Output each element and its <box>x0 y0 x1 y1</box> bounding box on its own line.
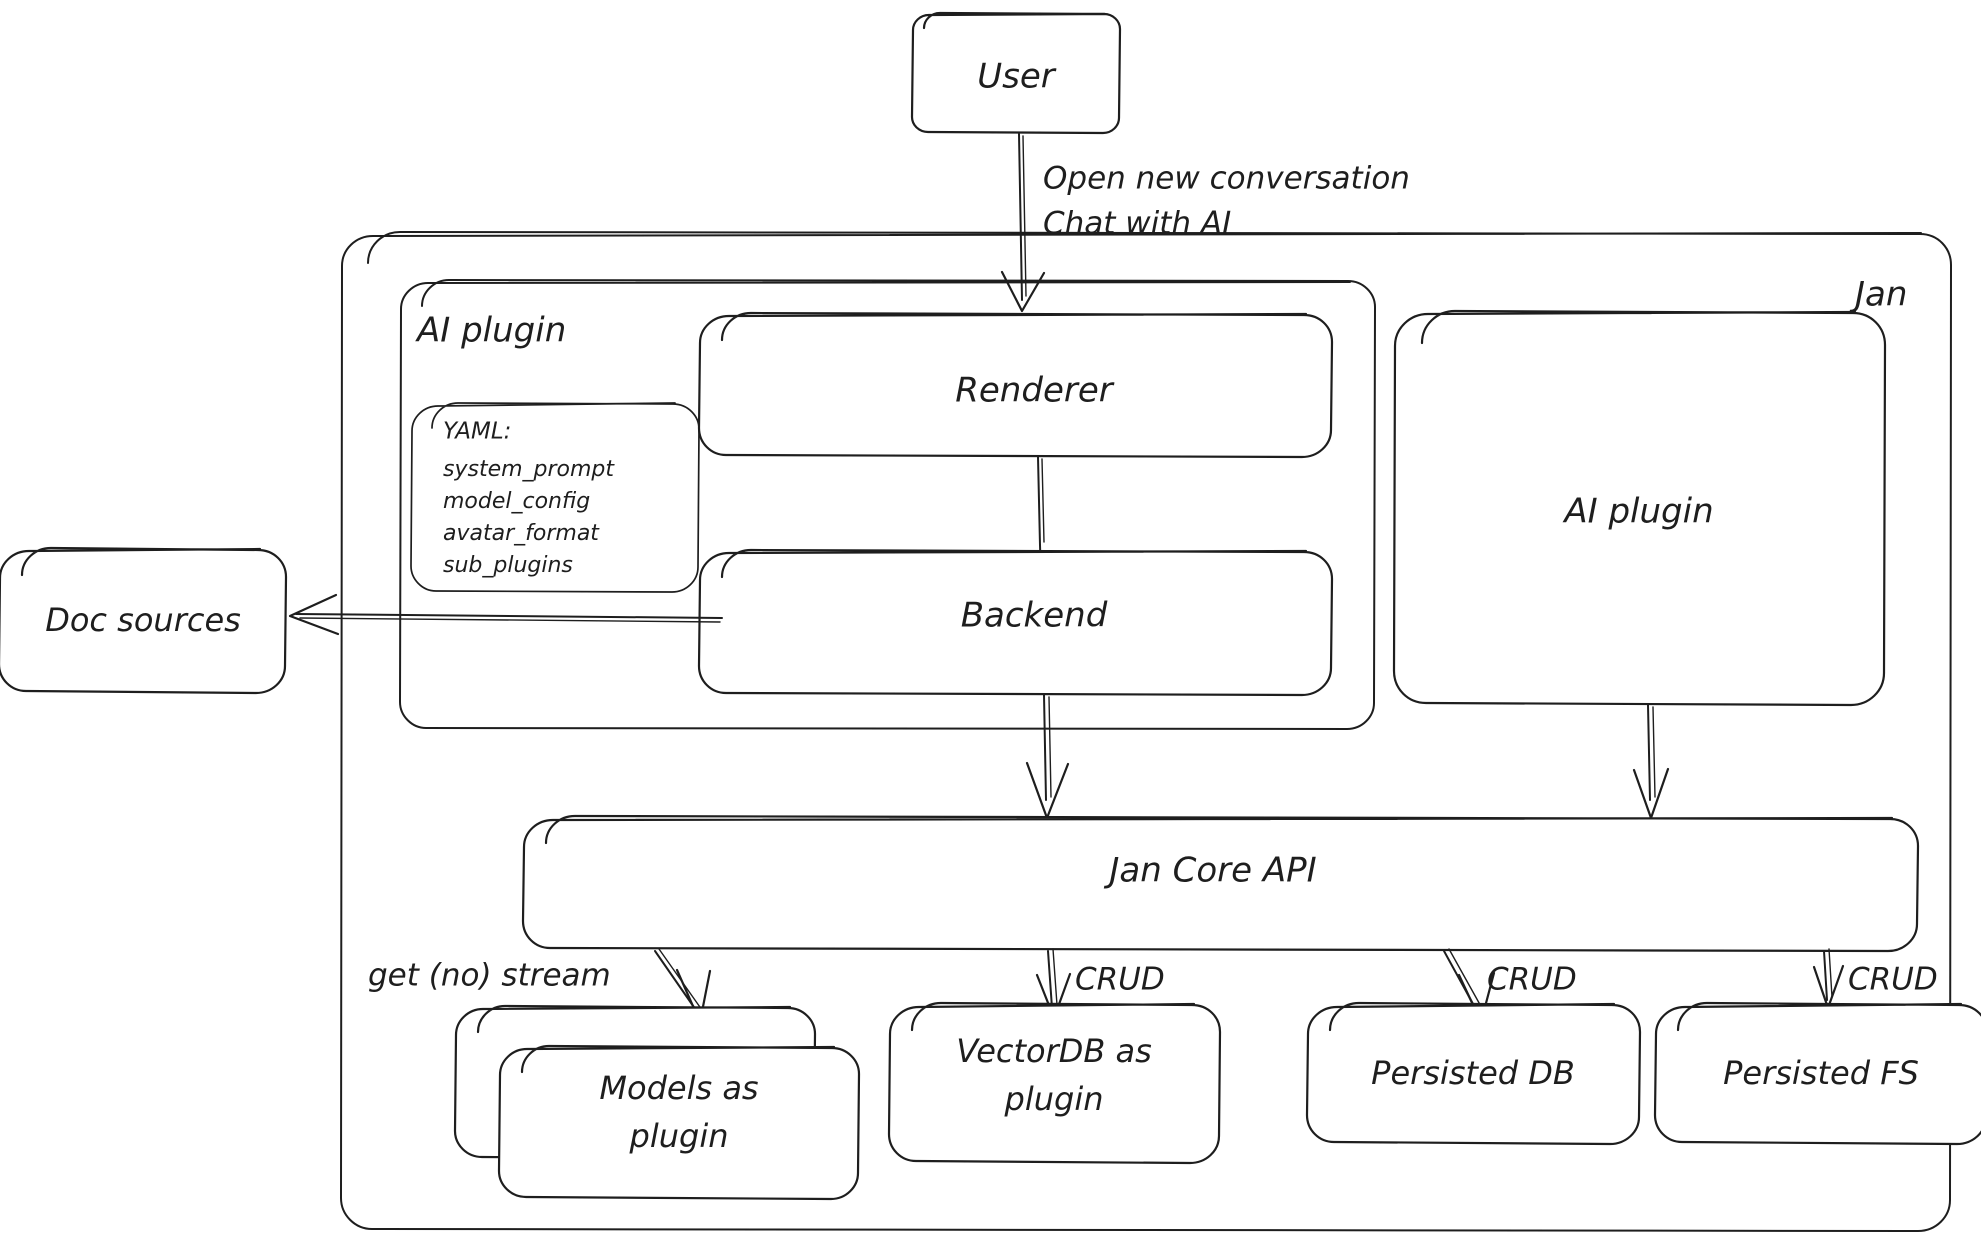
ai-plugin-group-container <box>399 279 1376 730</box>
user-label: User <box>977 57 1057 97</box>
ai-plugin-box-label: AI plugin <box>1562 492 1713 532</box>
jan-core-api-label: Jan Core API <box>1103 851 1316 891</box>
doc-sources-label: Doc sources <box>45 601 241 639</box>
user-box[interactable] <box>910 11 1122 135</box>
edge-label-open-conversation-line1: Open new conversation <box>1043 161 1410 197</box>
persisted-fs-label: Persisted FS <box>1723 1054 1919 1092</box>
edge-backend-to-doc-sources <box>288 593 723 636</box>
edge-api-to-persisted-fs <box>1812 948 1845 1010</box>
ai-plugin-box[interactable] <box>1392 309 1887 707</box>
yaml-config-card <box>410 402 700 593</box>
models-as-plugin-label-line2: plugin <box>629 1117 729 1155</box>
edge-label-crud-persisted-fs: CRUD <box>1848 962 1938 998</box>
doc-sources-box[interactable] <box>0 546 288 695</box>
persisted-fs-box[interactable] <box>1653 1001 1981 1146</box>
models-as-plugin-label-line1: Models as <box>599 1069 758 1107</box>
yaml-key-avatar-format: avatar_format <box>443 521 600 546</box>
edge-label-crud-vectordb: CRUD <box>1075 962 1165 998</box>
yaml-key-sub-plugins: sub_plugins <box>443 553 573 578</box>
persisted-db-box[interactable] <box>1305 1001 1642 1146</box>
models-as-plugin-box[interactable] <box>497 1044 861 1201</box>
backend-label: Backend <box>961 596 1108 636</box>
jan-container <box>340 231 1952 1232</box>
renderer-box[interactable] <box>697 311 1334 459</box>
vectordb-as-plugin-label-line2: plugin <box>1004 1080 1104 1118</box>
edge-ai-plugin-to-core-api <box>1632 704 1670 820</box>
vectordb-as-plugin-box[interactable] <box>887 1001 1222 1165</box>
yaml-key-model-config: model_config <box>443 489 590 514</box>
edge-label-crud-persisted-db: CRUD <box>1487 962 1577 998</box>
edge-label-open-conversation-line2: Chat with AI <box>1043 206 1231 242</box>
yaml-heading: YAML: <box>443 419 511 445</box>
persisted-db-label: Persisted DB <box>1371 1054 1575 1092</box>
backend-box[interactable] <box>697 548 1334 697</box>
yaml-key-system-prompt: system_prompt <box>443 457 615 482</box>
vectordb-as-plugin-label-line1: VectorDB as <box>956 1032 1152 1070</box>
jan-container-label: Jan <box>1849 275 1907 315</box>
ai-plugin-group-label: AI plugin <box>415 311 566 351</box>
edge-backend-to-core-api <box>1025 694 1070 820</box>
edge-user-to-renderer <box>1000 133 1046 313</box>
renderer-label: Renderer <box>955 371 1114 411</box>
edge-label-get-no-stream: get (no) stream <box>368 958 611 994</box>
jan-core-api-box[interactable] <box>521 814 1920 953</box>
